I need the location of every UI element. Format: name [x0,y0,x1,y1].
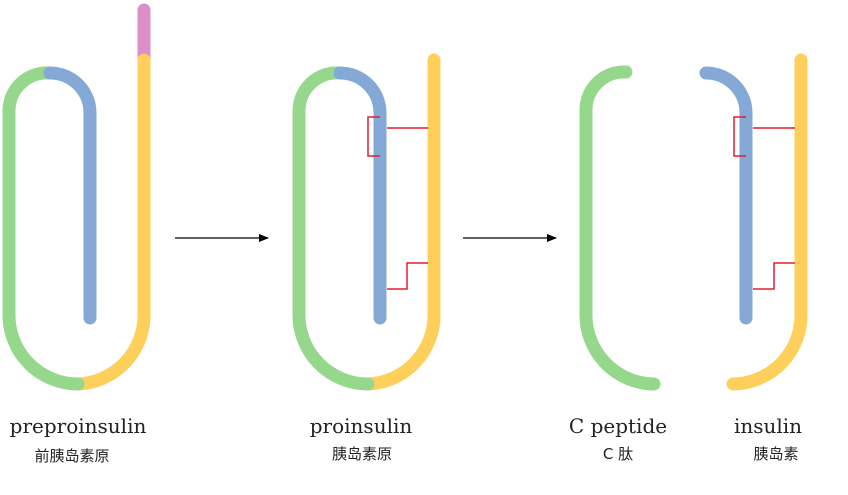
c-peptide-label: C peptide [569,414,667,438]
a-chain-segment [43,66,97,325]
c-peptide-segment [2,66,85,391]
disulfide-bond-intrachain [367,116,380,157]
insulin-label-zh: 胰岛素 [753,445,798,463]
b-chain-segment [361,53,441,391]
c-peptide-segment [292,66,375,391]
preproinsulin-label-zh: 前胰岛素原 [34,447,109,465]
insulin-label: insulin [734,414,802,438]
disulfide-bond-interchain-2 [387,262,428,290]
preproinsulin-label: preproinsulin [10,414,147,438]
proinsulin-molecule [292,53,441,391]
disulfide-bond-interchain-2 [753,262,795,290]
c-peptide-label-zh: C 肽 [603,445,633,463]
b-chain-segment [71,53,151,391]
c-peptide-chain [579,65,661,391]
proinsulin-label-zh: 胰岛素原 [332,445,392,463]
proinsulin-label: proinsulin [310,414,413,438]
disulfide-bond-intrachain [733,116,746,157]
a-chain-segment [333,66,387,325]
insulin-molecule [699,53,808,391]
c-peptide-molecule [579,65,661,391]
b-chain-segment [726,53,808,391]
a-chain-segment [699,66,753,325]
preproinsulin-molecule [2,3,151,391]
